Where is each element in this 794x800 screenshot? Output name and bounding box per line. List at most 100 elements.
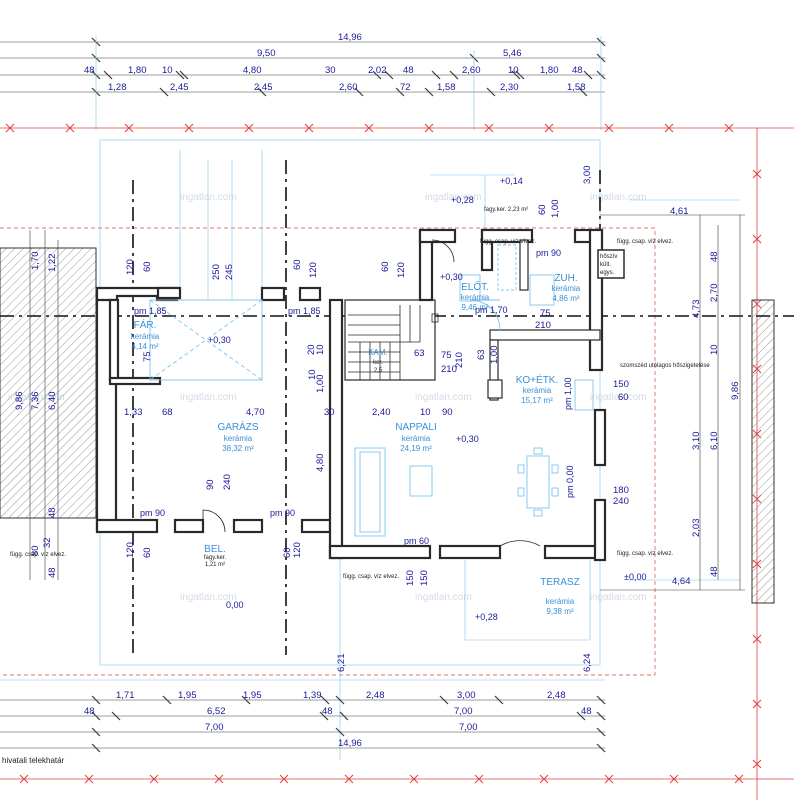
svg-text:2,30: 2,30 <box>500 82 519 93</box>
svg-text:4,80: 4,80 <box>243 65 262 76</box>
neighbor-building-right <box>751 299 775 604</box>
svg-text:1,39: 1,39 <box>303 690 322 701</box>
svg-text:48: 48 <box>47 507 58 518</box>
svg-text:120: 120 <box>396 262 407 278</box>
svg-text:1,00: 1,00 <box>315 375 326 394</box>
svg-text:függ. csap. víz elvez.: függ. csap. víz elvez. <box>480 239 536 245</box>
room-far-floor: kerámia <box>131 332 160 341</box>
svg-text:60: 60 <box>292 259 303 270</box>
svg-text:72: 72 <box>400 82 411 93</box>
svg-text:80: 80 <box>30 545 41 556</box>
svg-text:2,48: 2,48 <box>366 690 385 701</box>
walls <box>95 228 607 562</box>
svg-text:60: 60 <box>618 392 629 403</box>
svg-text:90: 90 <box>205 479 216 490</box>
svg-text:2,03: 2,03 <box>691 519 702 538</box>
svg-text:+0,30: +0,30 <box>456 434 479 444</box>
svg-text:függ. csap. víz elvez.: függ. csap. víz elvez. <box>343 574 399 580</box>
watermark: ingatlan.com <box>425 192 482 203</box>
svg-text:240: 240 <box>613 496 629 507</box>
watermark: ingatlan.com <box>590 392 647 403</box>
svg-text:4,73: 4,73 <box>691 300 702 319</box>
svg-text:210: 210 <box>441 364 457 375</box>
svg-text:75: 75 <box>441 350 452 361</box>
bottom-dimensions <box>0 695 606 753</box>
svg-text:75: 75 <box>540 308 551 319</box>
svg-text:20: 20 <box>306 344 317 355</box>
svg-text:4,70: 4,70 <box>246 407 265 418</box>
svg-text:9,86: 9,86 <box>14 392 25 411</box>
door-swings <box>202 239 541 547</box>
svg-text:10: 10 <box>315 344 326 355</box>
left-dimension-labels: 1,70 1,22 9,86 7,36 6,40 48 32 80 48 <box>14 252 58 579</box>
neighbor-insulation-note: szomszéd utólagos hőszigetelése <box>620 363 710 369</box>
room-koetk-name: KO+ÉTK. <box>516 373 559 386</box>
room-terasz-area: 9,38 m² <box>546 607 573 616</box>
dim-top-total: 14,96 <box>338 32 362 43</box>
room-far-name: FÁR. <box>134 318 157 331</box>
svg-text:2,40: 2,40 <box>372 407 391 418</box>
svg-text:240: 240 <box>222 474 233 490</box>
svg-text:pm 1,85: pm 1,85 <box>288 306 321 316</box>
room-garazs-floor: kerámia <box>224 434 253 443</box>
svg-text:hőszív: hőszív <box>600 254 617 260</box>
svg-text:±0,00: ±0,00 <box>624 572 646 582</box>
svg-text:150: 150 <box>419 570 430 586</box>
svg-text:48: 48 <box>709 566 720 577</box>
svg-text:120: 120 <box>292 542 303 558</box>
room-garazs-name: GARÁZS <box>217 420 258 433</box>
svg-text:pm 1,85: pm 1,85 <box>134 306 167 316</box>
svg-text:30: 30 <box>324 407 335 418</box>
svg-text:1,22: 1,22 <box>47 254 58 273</box>
boundary-note: hivatali telekhatár <box>2 756 65 765</box>
svg-text:150: 150 <box>613 379 629 390</box>
svg-text:1,58: 1,58 <box>437 82 456 93</box>
svg-text:7,00: 7,00 <box>205 722 224 733</box>
inner-dimensions: 120 60 1,33 68 4,70 30 2,40 10 90 90 240… <box>124 200 629 587</box>
svg-text:245: 245 <box>224 264 235 280</box>
svg-text:+0,28: +0,28 <box>475 612 498 622</box>
svg-text:75: 75 <box>142 351 153 362</box>
svg-text:+0,30: +0,30 <box>208 335 231 345</box>
top-dimension-labels: 14,96 9,50 5,46 48 1,80 10 4,80 30 2,02 … <box>84 32 586 93</box>
svg-text:1,00: 1,00 <box>489 346 500 365</box>
svg-text:1,95: 1,95 <box>243 690 262 701</box>
svg-text:7,00: 7,00 <box>459 722 478 733</box>
svg-text:90: 90 <box>442 407 453 418</box>
right-dimensions <box>600 214 745 591</box>
svg-text:1,58: 1,58 <box>567 82 586 93</box>
svg-text:10: 10 <box>307 369 318 380</box>
watermark: ingatlan.com <box>415 592 472 603</box>
svg-text:0,00: 0,00 <box>226 600 244 610</box>
svg-text:függ. csap. víz elvez.: függ. csap. víz elvez. <box>617 551 673 557</box>
svg-text:150: 150 <box>405 570 416 586</box>
room-koetk-area: 15,17 m² <box>521 396 553 405</box>
room-bel-floor: fagy.ker. <box>204 555 227 561</box>
svg-text:210: 210 <box>535 320 551 331</box>
top-dimensions <box>0 36 606 130</box>
svg-text:9,86: 9,86 <box>730 382 741 401</box>
watermark: ingatlan.com <box>180 192 237 203</box>
svg-text:4,80: 4,80 <box>315 454 326 473</box>
furniture <box>149 244 594 537</box>
svg-text:7,00: 7,00 <box>454 706 473 717</box>
room-elot-floor: kerámia <box>461 293 490 302</box>
svg-text:2,02: 2,02 <box>368 65 387 76</box>
svg-text:7,36: 7,36 <box>30 392 41 411</box>
svg-text:180: 180 <box>613 485 629 496</box>
room-garazs-area: 38,32 m² <box>222 444 254 453</box>
room-zuh-name: ZUH. <box>554 273 577 284</box>
watermark: ingatlan.com <box>180 392 237 403</box>
svg-text:pm 60: pm 60 <box>404 536 429 546</box>
svg-text:pm 1,00: pm 1,00 <box>563 377 573 410</box>
svg-text:10: 10 <box>508 65 519 76</box>
svg-text:2,70: 2,70 <box>709 284 720 303</box>
svg-text:6,40: 6,40 <box>47 392 58 411</box>
watermark: ingatlan.com <box>415 392 472 403</box>
watermark: ingatlan.com <box>590 592 647 603</box>
svg-text:1,70: 1,70 <box>30 252 41 271</box>
svg-text:1,00: 1,00 <box>550 200 561 219</box>
svg-text:14,96: 14,96 <box>338 738 362 749</box>
room-elot-name: ELŐT. <box>461 279 489 293</box>
